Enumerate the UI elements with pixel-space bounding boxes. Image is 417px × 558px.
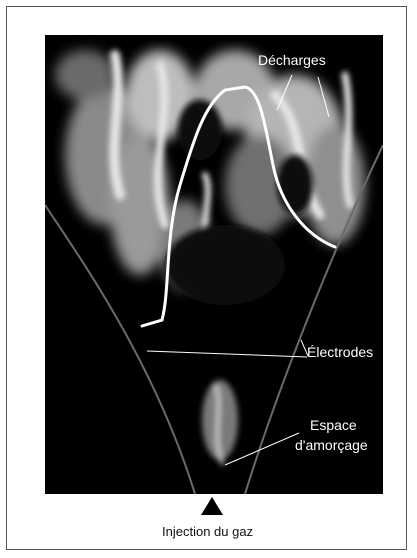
- label-ignition-gap-line1: Espace: [310, 417, 357, 434]
- figure-frame: Décharges Électrodes Espace d'amorçage I…: [6, 6, 407, 550]
- label-gas-injection: Injection du gaz: [162, 523, 253, 540]
- label-discharges: Décharges: [258, 52, 326, 69]
- up-arrow-icon: [201, 497, 223, 515]
- label-electrodes: Électrodes: [307, 344, 373, 361]
- label-ignition-gap-line2: d'amorçage: [295, 437, 368, 454]
